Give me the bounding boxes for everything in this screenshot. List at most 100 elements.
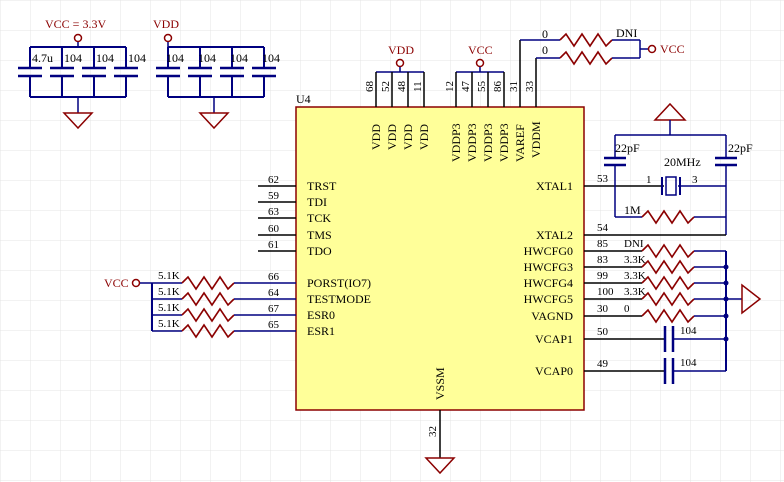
- resistor-value: 5.1K: [158, 302, 180, 314]
- capacitor-icon: [156, 66, 276, 78]
- cap-value-label: 104: [166, 51, 184, 65]
- crystal-pin-label: 3: [692, 174, 698, 186]
- crystal-pin-label: 1: [646, 174, 652, 186]
- pin-name: VAGND: [531, 309, 573, 323]
- pin-name: VDD: [385, 124, 399, 150]
- right-pin-names: XTAL1 XTAL2 HWCFG0 HWCFG3 HWCFG4 HWCFG5 …: [524, 179, 574, 378]
- pin-number: 67: [268, 303, 280, 315]
- pin-name: PORST(IO7): [307, 276, 371, 290]
- pin-name: VAREF: [513, 124, 527, 162]
- pin-number: 60: [268, 223, 280, 235]
- resistor-icon: [181, 307, 235, 323]
- resistor-icon: [181, 275, 235, 291]
- pin-number: 83: [597, 254, 609, 266]
- vddm-resistor-network: VCC 0 0 DNI: [520, 26, 685, 66]
- pin-number: 62: [268, 174, 279, 186]
- vdd-label: VDD: [388, 43, 414, 57]
- pin-name: TRST: [307, 179, 337, 193]
- cap-value-label: 22pF: [728, 141, 753, 155]
- pin-number: 68: [364, 81, 376, 93]
- pin-number: 66: [268, 271, 280, 283]
- pin-name: ESR1: [307, 324, 335, 338]
- pin-name: HWCFG5: [524, 292, 573, 306]
- vcc-port-icon: [475, 58, 485, 68]
- pin-name: VDDM: [529, 121, 543, 158]
- vcc-3v3-label: VCC = 3.3V: [45, 17, 106, 31]
- pin-number: 59: [268, 190, 280, 202]
- top-pins: 68 52 48 11 12 47 55 86 31 33 VDD VDD VD…: [364, 40, 543, 162]
- vdd-port-icon: [395, 58, 405, 68]
- pin-number: 100: [597, 286, 614, 298]
- resistor-value: 3.3K: [624, 254, 646, 266]
- pin-name: VDDP3: [465, 123, 479, 162]
- pin-name: TDI: [307, 195, 327, 209]
- pin-number: 49: [597, 358, 609, 370]
- chip-reference: U4: [296, 92, 311, 106]
- pin-name: VDD: [369, 124, 383, 150]
- resistor-icon: [181, 291, 235, 307]
- pin-name: TDO: [307, 244, 332, 258]
- pin-name: XTAL2: [536, 228, 573, 242]
- cap-value-label: 104: [198, 51, 216, 65]
- crystal-oscillator: 22pF 22pF 20MHz 1 3 1M 53 54: [584, 102, 753, 236]
- pin-name: VDD: [401, 124, 415, 150]
- resistor-value: 0: [542, 43, 548, 57]
- resistor-icon: [641, 243, 695, 259]
- ground-icon: [741, 283, 762, 315]
- cap-value-label: 104: [64, 51, 82, 65]
- resistor-value: 5.1K: [158, 286, 180, 298]
- cap-value-label: 104: [96, 51, 114, 65]
- pin-number: 64: [268, 287, 280, 299]
- pin-number: 99: [597, 270, 609, 282]
- chip-body: [295, 106, 585, 411]
- pin-number: 54: [597, 222, 609, 234]
- resistor-icon: [559, 32, 613, 48]
- pin-name: ESR0: [307, 308, 335, 322]
- top-vdd-net: VDD: [376, 43, 424, 73]
- cap-value-label: 4.7u: [32, 51, 53, 65]
- resistor-value: 0: [624, 303, 630, 315]
- ground-icon: [424, 457, 456, 475]
- hwcfg-resistor-network: DNI 3.3K 3.3K 3.3K 0 85 83 99 100 30: [584, 238, 726, 324]
- pin-number: 55: [476, 81, 488, 93]
- pin-name: TMS: [307, 228, 332, 242]
- pin-name: HWCFG4: [524, 276, 573, 290]
- resistor-value: 3.3K: [624, 286, 646, 298]
- resistor-icon: [641, 259, 695, 275]
- cap-value-label: 104: [680, 357, 697, 369]
- crystal-icon: [665, 176, 677, 196]
- vcc-label: VCC: [104, 276, 129, 290]
- resistor-value: DNI: [624, 238, 644, 250]
- capacitor-icon: [18, 66, 138, 78]
- resistor-note: DNI: [616, 26, 637, 40]
- pin-number: 61: [268, 239, 279, 251]
- pin-number: 65: [268, 319, 280, 331]
- pin-name: VSSM: [433, 367, 447, 400]
- vcc-label: VCC: [468, 43, 493, 57]
- cap-value-label: 104: [230, 51, 248, 65]
- pin-number: 11: [412, 81, 424, 92]
- resistor-value: 0: [542, 27, 548, 41]
- decoupling-group-vdd: VDD 104 104 104 104: [153, 17, 280, 130]
- pin-name: HWCFG0: [524, 244, 573, 258]
- pin-number: 52: [380, 81, 392, 92]
- pin-name: VCAP1: [535, 332, 573, 346]
- pin-number: 53: [597, 173, 609, 185]
- pin-name: VDDP3: [481, 123, 495, 162]
- vcc-port-icon: [131, 278, 141, 288]
- vcc-port-icon: [647, 44, 657, 54]
- pin-name: VDDP3: [497, 123, 511, 162]
- pin-number: 63: [268, 206, 280, 218]
- cap-value-label: 104: [680, 325, 697, 337]
- cap-value-label: 22pF: [615, 141, 640, 155]
- ground-icon: [62, 112, 94, 130]
- pin-number: 86: [492, 81, 504, 93]
- pin-number: 12: [444, 81, 456, 92]
- pin-name: VDDP3: [449, 123, 463, 162]
- pin-name: VDD: [417, 124, 431, 150]
- crystal-frequency: 20MHz: [664, 155, 701, 169]
- vcc-label: VCC: [660, 42, 685, 56]
- pin-number: 33: [524, 81, 536, 93]
- cap-value-label: 104: [128, 51, 146, 65]
- pin-name: VCAP0: [535, 364, 573, 378]
